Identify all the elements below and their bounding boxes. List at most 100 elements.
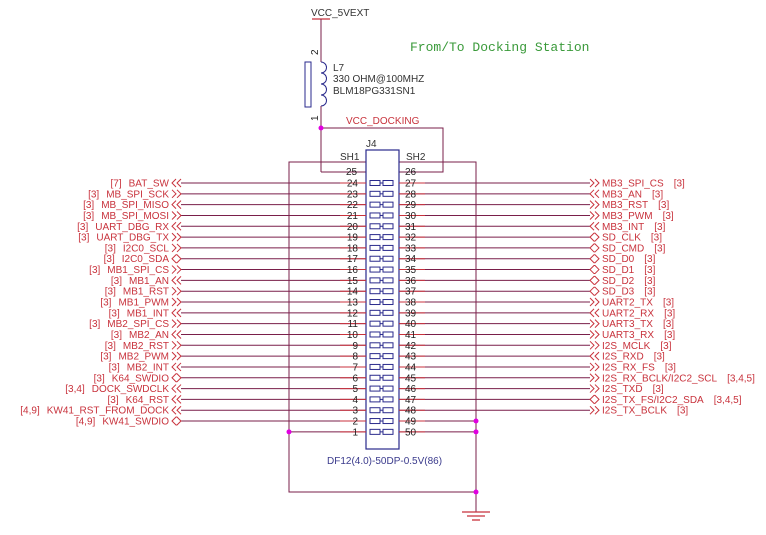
inductor-icon [320,61,327,107]
pin-number: 40 [405,319,417,330]
port-flag-icon [589,275,600,285]
net-label: SD_CMD [602,243,644,254]
pin-number: 4 [352,395,358,406]
port-flag-icon [171,373,182,383]
port-flag-icon [171,297,182,307]
pin-number: 34 [405,254,417,265]
pin-number: 2 [352,417,358,428]
pin-number: 17 [347,254,359,265]
port-flag-icon [171,405,182,415]
port-flag-icon [171,330,182,339]
net-label: MB2_INT [127,362,169,373]
contact-icon [382,190,394,197]
junction-dot [473,429,479,435]
net-label: UART2_RX [602,308,654,319]
sheet-ref: [3] [653,384,664,395]
sheet-ref: [3] [644,276,655,287]
port-flag-icon [171,416,182,426]
sheet-ref: [3] [644,287,655,298]
junction-dot [318,125,324,131]
contact-icon [369,353,381,360]
port-flag-icon [589,330,600,339]
net-label: KW41_SWDIO [102,417,169,428]
net-label: MB_SPI_MOSI [101,211,169,222]
net-label: I2C0_SDA [122,254,170,265]
inductor-pin-1: 1 [310,115,321,121]
net-label: SD_D3 [602,287,635,298]
pin-number: 7 [352,362,358,373]
sheet-ref: [3] [654,222,665,233]
sh2-label: SH2 [406,152,426,163]
contact-icon [369,385,381,392]
sheet-ref: [3] [644,254,655,265]
pin-number: 42 [405,341,417,352]
pin-number: 1 [352,427,358,438]
net-label: MB3_RST [602,200,648,211]
port-flag-icon [171,276,182,285]
contact-icon [382,363,394,370]
contact-icon [369,374,381,381]
pin-number: 49 [405,417,417,428]
net-label: UART2_TX [602,298,653,309]
contact-icon [369,396,381,403]
pin-number: 48 [405,406,417,417]
pin-25-label: 25 [346,167,358,178]
contact-icon [382,201,394,208]
inductor-pin-2: 2 [310,49,321,55]
sheet-ref: [3] [105,243,116,254]
contact-icon [369,244,381,251]
pin-number: 44 [405,362,417,373]
net-label: SD_D0 [602,254,635,265]
net-label: MB_SPI_SCK [106,189,169,200]
vcc-5vext-label: VCC_5VEXT [311,8,369,19]
sh2-ground-wire [399,161,477,512]
port-flag-icon [171,254,182,264]
pin-number: 15 [347,276,359,287]
contact-icon [369,223,381,230]
net-label: DOCK_SWDCLK [92,384,170,395]
pin-number: 50 [405,427,417,438]
port-flag-icon [171,286,182,296]
port-flag-icon [589,362,600,372]
sheet-ref: [3,4,5] [727,373,755,384]
net-label: SD_D1 [602,265,635,276]
junction-dot [473,489,479,495]
port-flag-icon [171,265,182,274]
pin-number: 3 [352,406,358,417]
contact-icon [369,234,381,241]
sheet-ref: [3] [109,308,120,319]
sheet-ref: [3,4] [65,384,85,395]
sheet-ref: [4,9] [76,417,96,428]
contact-icon [382,320,394,327]
net-label: BAT_SW [129,179,170,190]
port-flag-icon [589,243,600,253]
port-flag-icon [589,232,600,242]
contact-icon [382,299,394,306]
pin-26-label: 26 [405,167,417,178]
contact-icon [382,244,394,251]
junction-dot [473,418,479,424]
vcc-docking-label: VCC_DOCKING [346,116,420,127]
contact-icon [369,190,381,197]
net-label: SD_CLK [602,233,641,244]
net-label: MB3_INT [602,222,644,233]
sheet-ref: [3] [104,254,115,265]
inductor-part: BLM18PG331SN1 [333,86,416,97]
sheet-ref: [3] [100,352,111,363]
pin-number: 11 [348,319,359,330]
port-flag-icon [589,221,600,231]
sheet-ref: [7] [110,179,121,190]
contact-icon [382,374,394,381]
pin-number: 23 [347,189,359,200]
net-label: I2S_RX_BCLK/I2C2_SCL [602,373,718,384]
sheet-ref: [3] [88,189,99,200]
contact-icon [382,309,394,316]
contact-icon [382,331,394,338]
net-label: UART3_RX [602,330,654,341]
inductor-core [304,61,312,108]
pin-number: 39 [405,308,417,319]
pin-number: 45 [405,373,417,384]
net-label: I2S_TXD [602,384,643,395]
pin-number: 24 [347,179,359,190]
